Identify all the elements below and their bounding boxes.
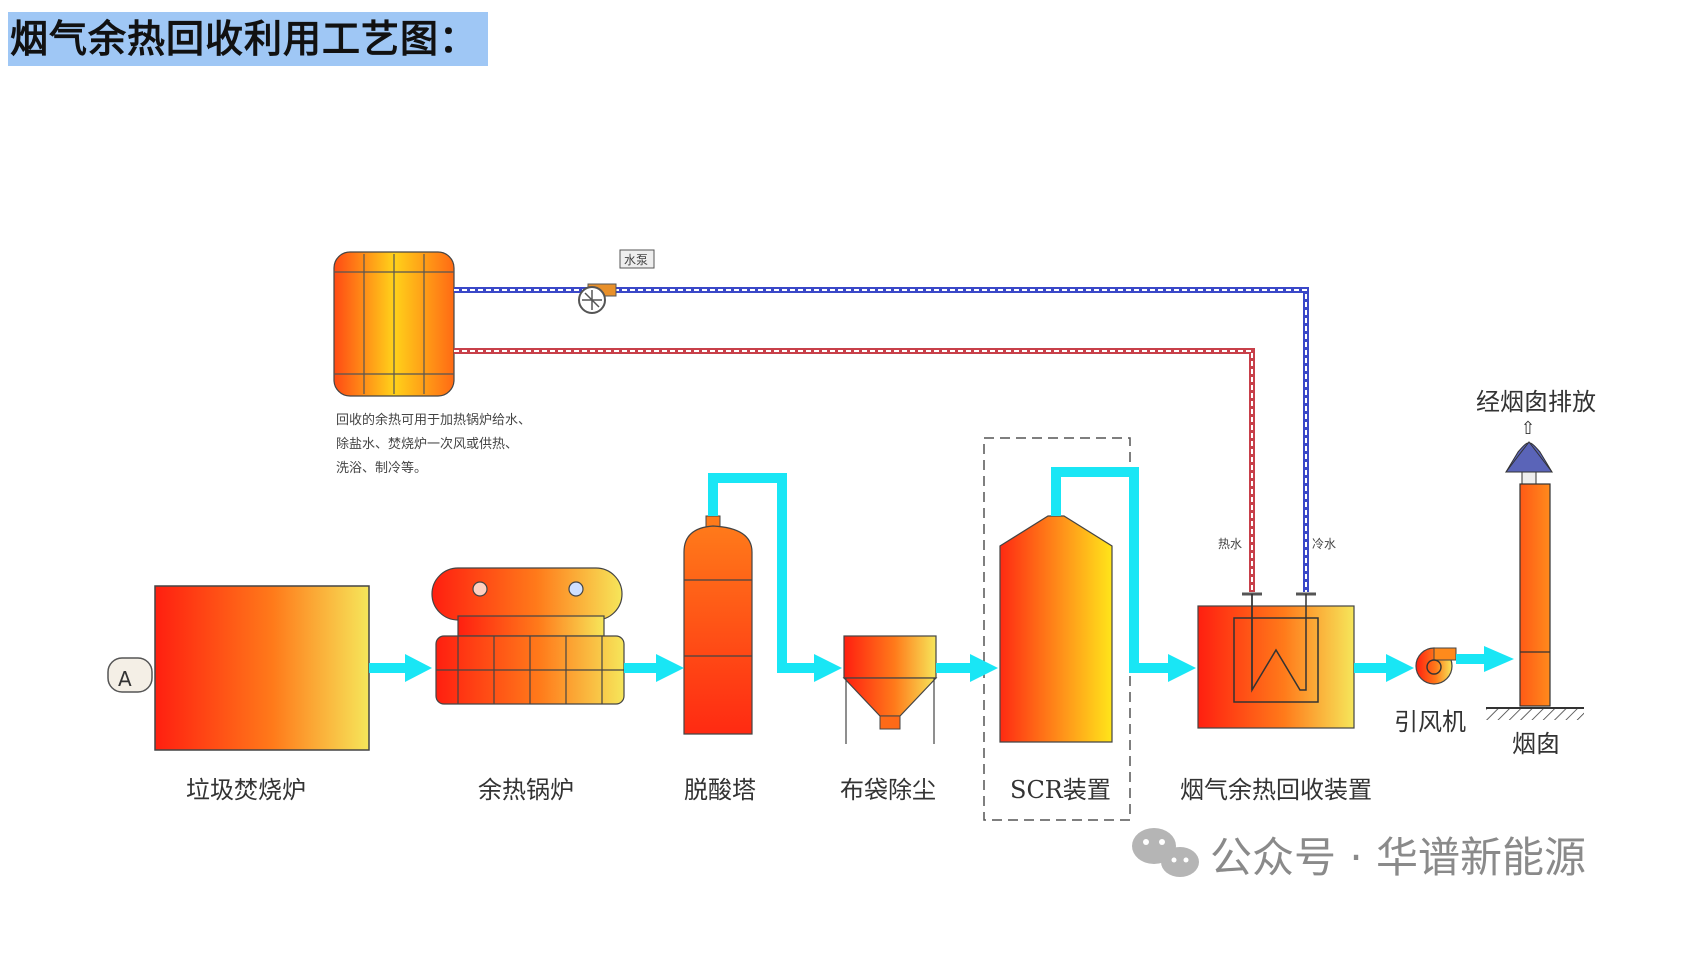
label-incinerator: 垃圾焚烧炉: [186, 776, 306, 804]
title-highlight: [8, 12, 488, 66]
waste-heat-boiler: [431, 567, 625, 705]
heat-recovery-device: [1197, 594, 1355, 729]
incinerator: A: [107, 585, 370, 751]
note-line-3: 洗浴、制冷等。: [336, 460, 427, 476]
label-deacid-tower: 脱酸塔: [684, 776, 756, 804]
page-title: 烟气余热回收利用工艺图：: [10, 17, 479, 61]
label-waste-heat-boiler: 余热锅炉: [478, 776, 574, 804]
note-line-1: 回收的余热可用于加热锅炉给水、: [336, 412, 531, 428]
scr-reactor: [999, 515, 1113, 743]
hot-water-pipe: [454, 348, 1255, 592]
chimney: [1486, 441, 1584, 720]
pump-label: 水泵: [624, 253, 648, 267]
up-arrow-icon: ⇧: [1520, 418, 1535, 439]
cold-water-pipe: [454, 287, 1309, 592]
radiator: [333, 251, 455, 397]
watermark-text: 公众号 · 华谱新能源: [1210, 833, 1586, 882]
label-chimney-top: 经烟囱排放: [1476, 388, 1596, 416]
hot-water-label: 热水: [1218, 537, 1242, 551]
induced-draft-fan: [1415, 647, 1457, 685]
label-heat-recovery: 烟气余热回收装置: [1180, 776, 1372, 804]
label-scr: SCR装置: [1010, 776, 1111, 804]
pump: 水泵: [578, 249, 655, 314]
label-fan: 引风机: [1394, 708, 1466, 736]
label-bag-filter: 布袋除尘: [840, 776, 936, 804]
flow-arrows: [369, 467, 1514, 682]
wechat-icon: [1132, 828, 1199, 877]
deacid-tower: [683, 515, 753, 735]
label-chimney: 烟囱: [1512, 730, 1560, 758]
svg-text:A: A: [118, 667, 132, 691]
bag-filter: [842, 635, 938, 744]
cold-water-label: 冷水: [1312, 537, 1336, 551]
note-line-2: 除盐水、焚烧炉一次风或供热、: [336, 436, 518, 452]
